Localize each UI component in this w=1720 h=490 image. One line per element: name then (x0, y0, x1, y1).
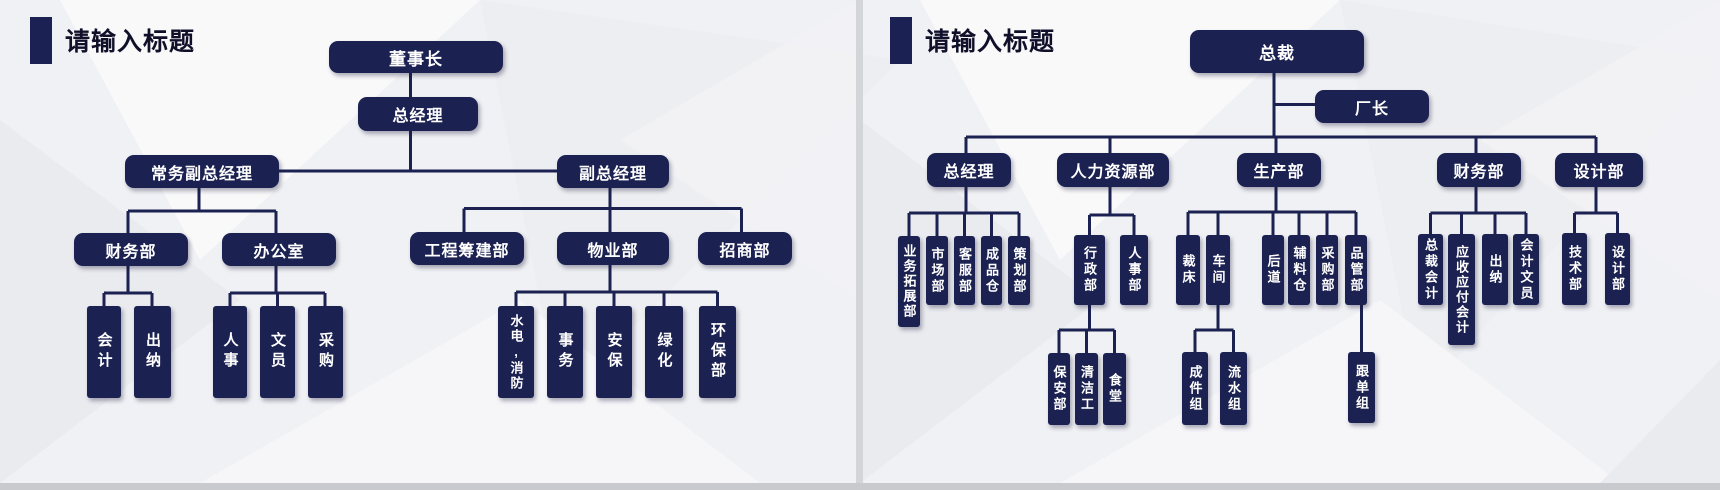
bottom-strip (0, 483, 1720, 490)
org-node-finished-goods-warehouse: 成品仓 (981, 236, 1002, 305)
org-node-engineering-prep-dept: 工程筹建部 (410, 232, 524, 265)
org-node-chairman: 董事长 (329, 41, 503, 73)
org-node-planning-dept: 策划部 (1008, 236, 1030, 305)
title-accent-bar (890, 16, 912, 64)
org-node-workshop: 车间 (1206, 235, 1230, 305)
org-node-cutting-bed: 裁床 (1176, 235, 1200, 305)
org-node-qc-dept: 品管部 (1345, 235, 1367, 305)
org-node-design-dept: 设计部 (1555, 153, 1643, 187)
org-node-finance-dept: 财务部 (1437, 153, 1521, 187)
org-node-cashier: 出纳 (134, 306, 171, 398)
org-node-accounting-clerk: 会计文员 (1513, 234, 1539, 305)
org-node-cleaner: 清洁工 (1075, 353, 1098, 425)
org-node-accountant: 会计 (87, 306, 121, 398)
org-node-order-follow-team: 跟单组 (1348, 352, 1375, 423)
slide-divider (856, 0, 863, 483)
org-node-admin-dept: 行政部 (1074, 235, 1105, 305)
org-node-clerk: 文员 (260, 306, 295, 398)
org-node-factory-director: 厂长 (1315, 90, 1429, 123)
org-node-president-accountant: 总裁会计 (1418, 234, 1443, 305)
org-node-general-manager: 总经理 (358, 97, 478, 131)
org-node-greening: 绿化 (645, 306, 683, 398)
title-text: 请输入标题 (65, 28, 196, 56)
org-node-production-dept: 生产部 (1237, 153, 1321, 187)
org-node-customer-service-dept: 客服部 (954, 236, 975, 305)
title-text: 请输入标题 (925, 28, 1056, 56)
org-node-assembly-line-team: 流水组 (1220, 352, 1247, 425)
org-node-investment-dept: 招商部 (698, 232, 792, 265)
org-node-deputy-gm: 副总经理 (557, 155, 669, 188)
slide-2-org-chart[interactable]: 请输入标题 总裁 厂长 总经理 人力资源部 生产部 财务部 设计部 业务拓展部 … (860, 0, 1720, 483)
org-node-purchasing: 采购 (308, 306, 343, 398)
org-node-biz-dev-dept: 业务拓展部 (898, 236, 920, 327)
org-node-personnel-dept: 人事部 (1120, 235, 1148, 305)
org-node-property-dept: 物业部 (557, 232, 669, 265)
org-node-security-dept: 保安部 (1048, 353, 1070, 425)
connector-lines (907, 73, 1619, 354)
org-node-security: 安保 (596, 306, 632, 398)
org-node-marketing-dept: 市场部 (926, 236, 948, 305)
org-node-finance-dept: 财务部 (74, 233, 188, 266)
slide-1-title: 请输入标题 (30, 16, 195, 64)
org-node-post-process: 后道 (1262, 235, 1284, 305)
org-node-general-manager: 总经理 (927, 153, 1011, 187)
org-node-executive-deputy-gm: 常务副总经理 (125, 155, 279, 188)
org-node-office: 办公室 (222, 233, 336, 266)
org-node-tech-dept: 技术部 (1562, 233, 1587, 305)
org-node-hr-dept: 人力资源部 (1057, 153, 1169, 187)
connector-lines (102, 73, 743, 307)
org-node-canteen: 食堂 (1103, 353, 1126, 425)
org-node-president: 总裁 (1190, 30, 1364, 73)
org-node-ar-ap-accountant: 应收应付会计 (1448, 234, 1475, 345)
org-node-affairs: 事务 (547, 306, 583, 398)
org-node-utilities-fire: 水电,消防 (498, 306, 534, 398)
org-node-design-sub-dept: 设计部 (1605, 233, 1630, 305)
org-node-assembly-team: 成件组 (1182, 352, 1208, 425)
org-node-personnel: 人事 (213, 306, 247, 398)
org-node-cashier: 出纳 (1482, 234, 1508, 305)
org-node-purchasing-dept: 采购部 (1316, 235, 1338, 305)
slide-1-org-chart[interactable]: 请输入标题 董事长 总经理 常务副总经理 副总经理 财务部 办公室 工程筹建部 … (0, 0, 860, 483)
org-node-environment-dept: 环保部 (699, 306, 736, 398)
slide-2-title: 请输入标题 (890, 16, 1055, 64)
title-accent-bar (30, 16, 52, 64)
org-node-accessories-warehouse: 辅料仓 (1288, 235, 1310, 305)
